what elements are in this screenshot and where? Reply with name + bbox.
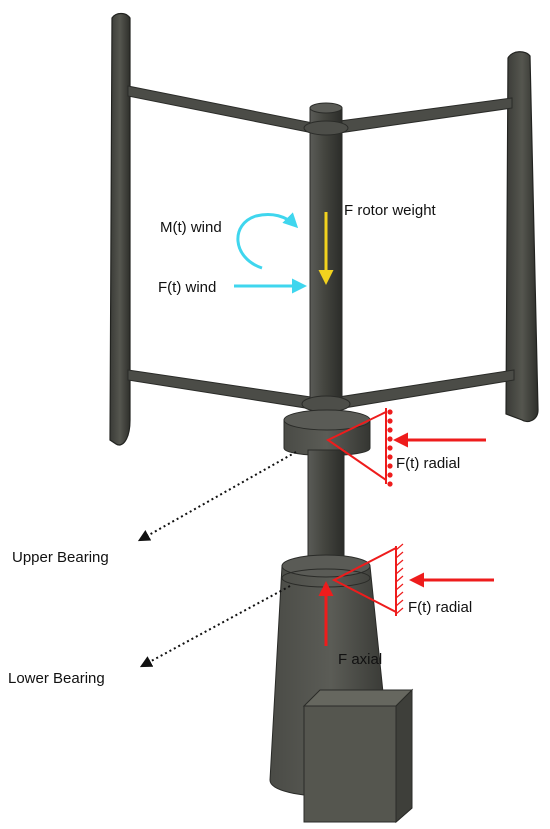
lower-bearing-leader bbox=[139, 585, 291, 668]
lower-shaft bbox=[307, 449, 345, 561]
moment-wind-label: M(t) wind bbox=[160, 219, 222, 236]
upper-bearing-leader bbox=[137, 451, 297, 542]
generator-box bbox=[302, 688, 414, 824]
wind-moment-arrow bbox=[236, 212, 299, 270]
upper-bearing-support bbox=[326, 408, 393, 487]
lower-bearing-label: Lower Bearing bbox=[8, 670, 105, 687]
lower-bearing-support bbox=[331, 543, 404, 616]
radial-force-lower-label: F(t) radial bbox=[408, 599, 472, 616]
right-blade bbox=[505, 51, 539, 423]
left-blade bbox=[109, 12, 131, 446]
radial-force-upper-label: F(t) radial bbox=[396, 455, 460, 472]
force-wind-label: F(t) wind bbox=[158, 279, 216, 296]
rotor-weight-label: F rotor weight bbox=[344, 202, 437, 219]
upper-bearing-housing bbox=[283, 409, 371, 456]
lower-arms bbox=[127, 369, 515, 411]
rotor-shaft bbox=[301, 102, 351, 413]
upper-bearing-label: Upper Bearing bbox=[12, 549, 109, 566]
axial-force-label: F axial bbox=[338, 651, 382, 668]
